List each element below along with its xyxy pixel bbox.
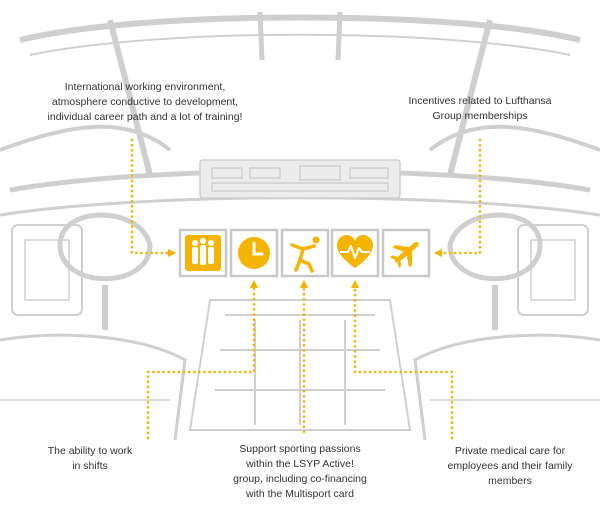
benefit-box-sport bbox=[280, 228, 330, 278]
cockpit-line-art bbox=[0, 11, 600, 441]
caption-line: with the Multisport card bbox=[246, 488, 354, 500]
overhead-panel bbox=[199, 159, 401, 199]
caption-line: Group memberships bbox=[432, 110, 528, 122]
caption-sport: Support sporting passions within the LSY… bbox=[200, 442, 400, 502]
sport-icon bbox=[290, 236, 320, 273]
caption-line: Incentives related to Lufthansa bbox=[408, 95, 552, 107]
people-icon bbox=[192, 238, 214, 265]
caption-line: in shifts bbox=[72, 460, 108, 472]
caption-line: employees and their family bbox=[447, 460, 573, 472]
caption-line: individual career path and a lot of trai… bbox=[47, 111, 243, 123]
caption-line: members bbox=[488, 475, 532, 487]
caption-incentives: Incentives related to Lufthansa Group me… bbox=[360, 94, 600, 124]
clock-icon bbox=[238, 237, 270, 269]
benefit-box-clock bbox=[229, 228, 279, 278]
benefit-box-airplane bbox=[381, 228, 431, 278]
caption-line: Support sporting passions bbox=[239, 443, 361, 455]
connector-international bbox=[130, 138, 177, 258]
caption-line: within the LSYP Active! bbox=[246, 458, 354, 470]
heart-pulse-icon bbox=[337, 235, 373, 268]
caption-shifts: The ability to work in shifts bbox=[30, 444, 150, 474]
caption-line: International working environment, bbox=[64, 81, 226, 93]
benefit-box-people bbox=[178, 228, 228, 278]
connector-medical bbox=[350, 279, 454, 440]
connector-incentives bbox=[433, 138, 482, 258]
caption-medical: Private medical care for employees and t… bbox=[420, 444, 600, 489]
caption-line: atmosphere conductive to development, bbox=[51, 96, 239, 108]
caption-line: Private medical care for bbox=[454, 445, 566, 457]
benefit-box-heart bbox=[330, 228, 380, 278]
connector-lines bbox=[130, 138, 482, 440]
caption-international: International working environment, atmos… bbox=[20, 80, 270, 125]
caption-line: The ability to work bbox=[47, 445, 133, 457]
airplane-icon bbox=[390, 242, 419, 269]
caption-line: group, including co-financing bbox=[233, 473, 367, 485]
